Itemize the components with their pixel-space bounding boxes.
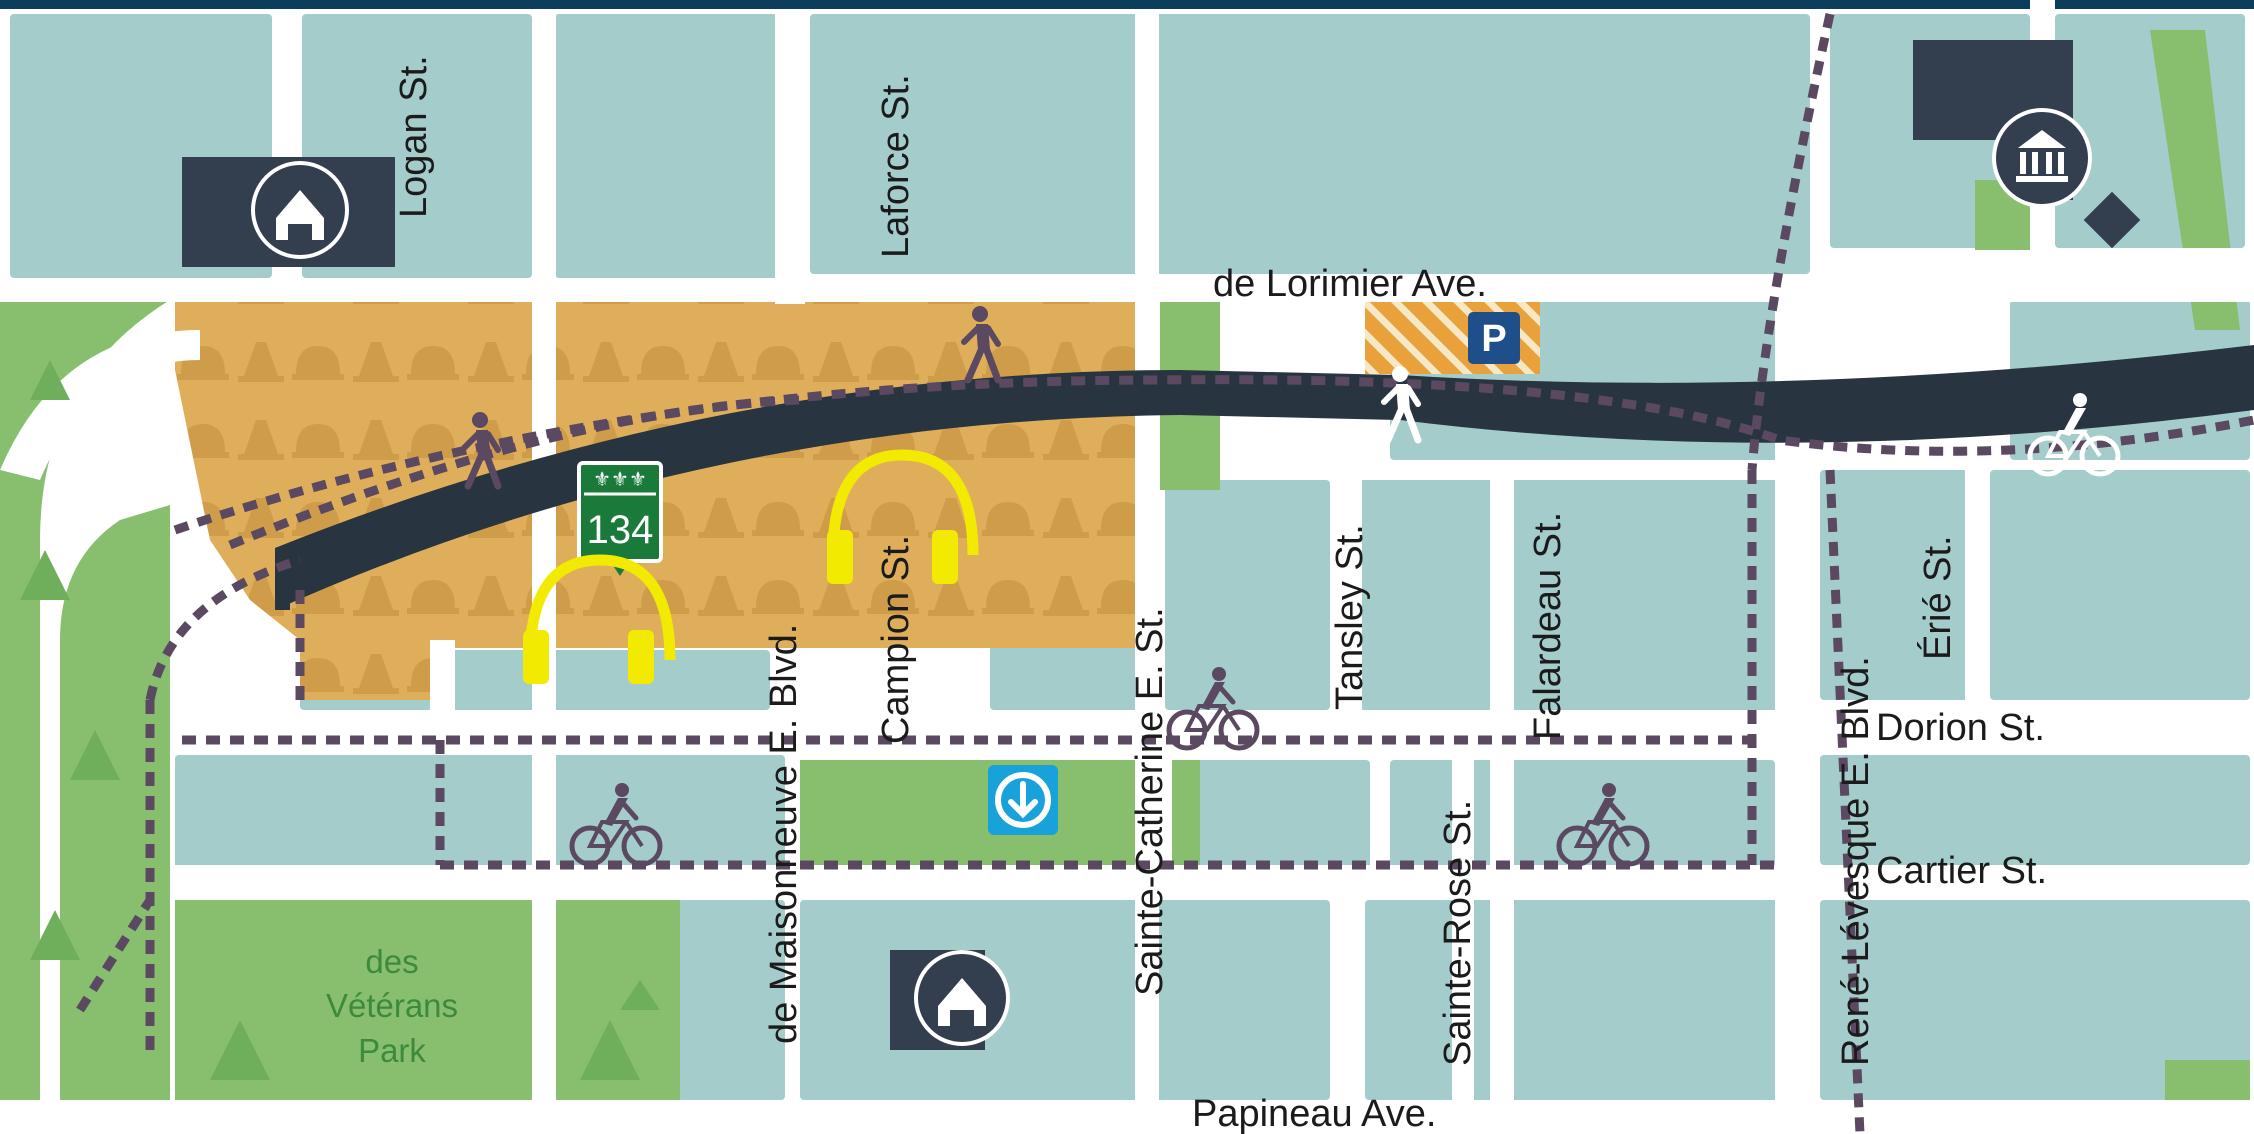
- street-label-tansley: Tansley St.: [1329, 524, 1371, 710]
- street-label-cartier: Cartier St.: [1876, 850, 2047, 892]
- museum-icon: [1913, 40, 2141, 249]
- school-icon: [182, 157, 395, 267]
- cyclist-icon: [2027, 393, 2121, 477]
- street-label-erie: Érié St.: [1916, 535, 1959, 660]
- metro-icon: [988, 765, 1058, 835]
- street-label-maisonneuve: de Maisonneuve E. Blvd.: [763, 624, 805, 1044]
- street-label-lorimier: de Lorimier Ave.: [1213, 263, 1487, 305]
- parking-letter: P: [1481, 318, 1506, 360]
- park-label-line-1: des: [365, 943, 418, 980]
- map-header-bar: [0, 0, 2254, 9]
- park-trees: [20, 360, 660, 1080]
- park-label-line-2: Vétérans: [326, 987, 458, 1024]
- street-label-logan: Logan St.: [393, 55, 435, 218]
- svg-text:⚜⚜⚜: ⚜⚜⚜: [593, 469, 647, 491]
- park-label-line-3: Park: [358, 1032, 426, 1069]
- pedestrian-icon: [1381, 366, 1422, 444]
- svg-text:134: 134: [587, 508, 654, 552]
- bike-paths: [76, 13, 2254, 1134]
- street-label-laforce: Laforce St.: [875, 74, 917, 258]
- street-label-dorion: Dorion St.: [1876, 707, 2045, 749]
- street-label-falardeau: Falardeau St.: [1527, 512, 1569, 740]
- route-134-shield: ⚜⚜⚜ 134: [577, 461, 663, 576]
- street-label-papineau: Papineau Ave.: [1192, 1093, 1436, 1134]
- street-label-sainte-rose: Sainte-Rose St.: [1437, 800, 1479, 1066]
- highway-134: [275, 345, 2254, 610]
- headphones-icon: [827, 449, 979, 584]
- street-label-rene-levesque: René-Lévesque E. Blvd.: [1835, 656, 1877, 1066]
- parking-icon: [1468, 312, 1520, 364]
- school-icon: [890, 950, 1010, 1050]
- street-label-sainte-catherine: Sainte-Catherine E. St.: [1129, 607, 1171, 996]
- headphones-icon: [523, 554, 676, 684]
- street-label-campion: Campion St.: [875, 535, 917, 744]
